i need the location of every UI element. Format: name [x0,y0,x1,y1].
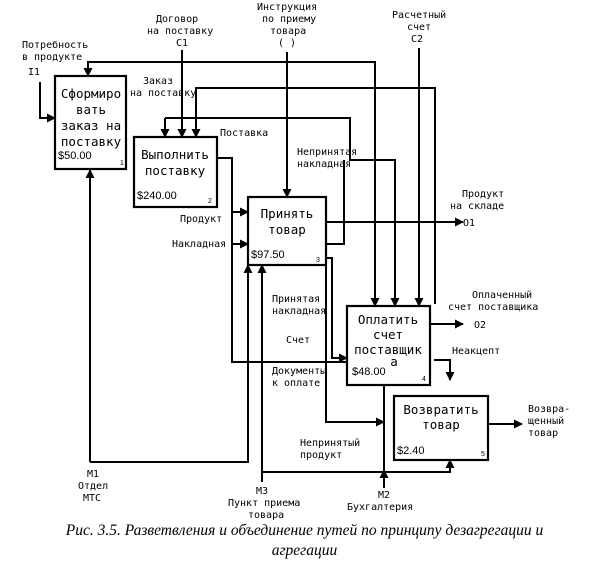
caption-line-1: Рис. 3.5. Разветвления и объединение пут… [65,522,544,539]
arrow-feedback-a2 [191,87,436,304]
svg-text:1: 1 [120,160,124,167]
label-product-in: Продукт [180,214,222,225]
arrow-accepted-invoice [326,257,348,363]
label-supply: Поставка [220,128,268,139]
arrow-m1-to-a3 [90,264,253,463]
svg-text:$97.50: $97.50 [251,249,285,261]
svg-text:$50.00: $50.00 [58,150,92,162]
svg-text:2: 2 [208,198,212,205]
arrow-order-to-a4 [165,117,400,307]
svg-text:5: 5 [481,451,485,458]
arrow-rejected-product [325,258,385,427]
arrow-non-accept [434,359,455,381]
caption-line-2: агрегации [271,542,338,559]
arrow-product-to-a3 [217,157,249,217]
arrow-c1-to-a4 [182,61,380,307]
svg-text:$2.40: $2.40 [397,445,425,457]
svg-text:$240.00: $240.00 [137,190,177,202]
label-invoice-in: Накладная [172,239,226,250]
arrow-m3-to-a5 [262,459,455,473]
label-invoice-doc: Счет [286,335,310,346]
arrow-i1 [39,82,56,123]
arrows [39,48,523,488]
figure-caption: Рис. 3.5. Разветвления и объединение пут… [0,521,609,561]
arrow-rejected-invoice [326,160,345,245]
svg-text:$48.00: $48.00 [352,366,386,378]
arrow-c1-to-a1 [83,61,182,77]
label-non-accept: Неакцепт [452,346,500,357]
svg-text:3: 3 [316,257,320,264]
svg-text:4: 4 [422,376,426,383]
